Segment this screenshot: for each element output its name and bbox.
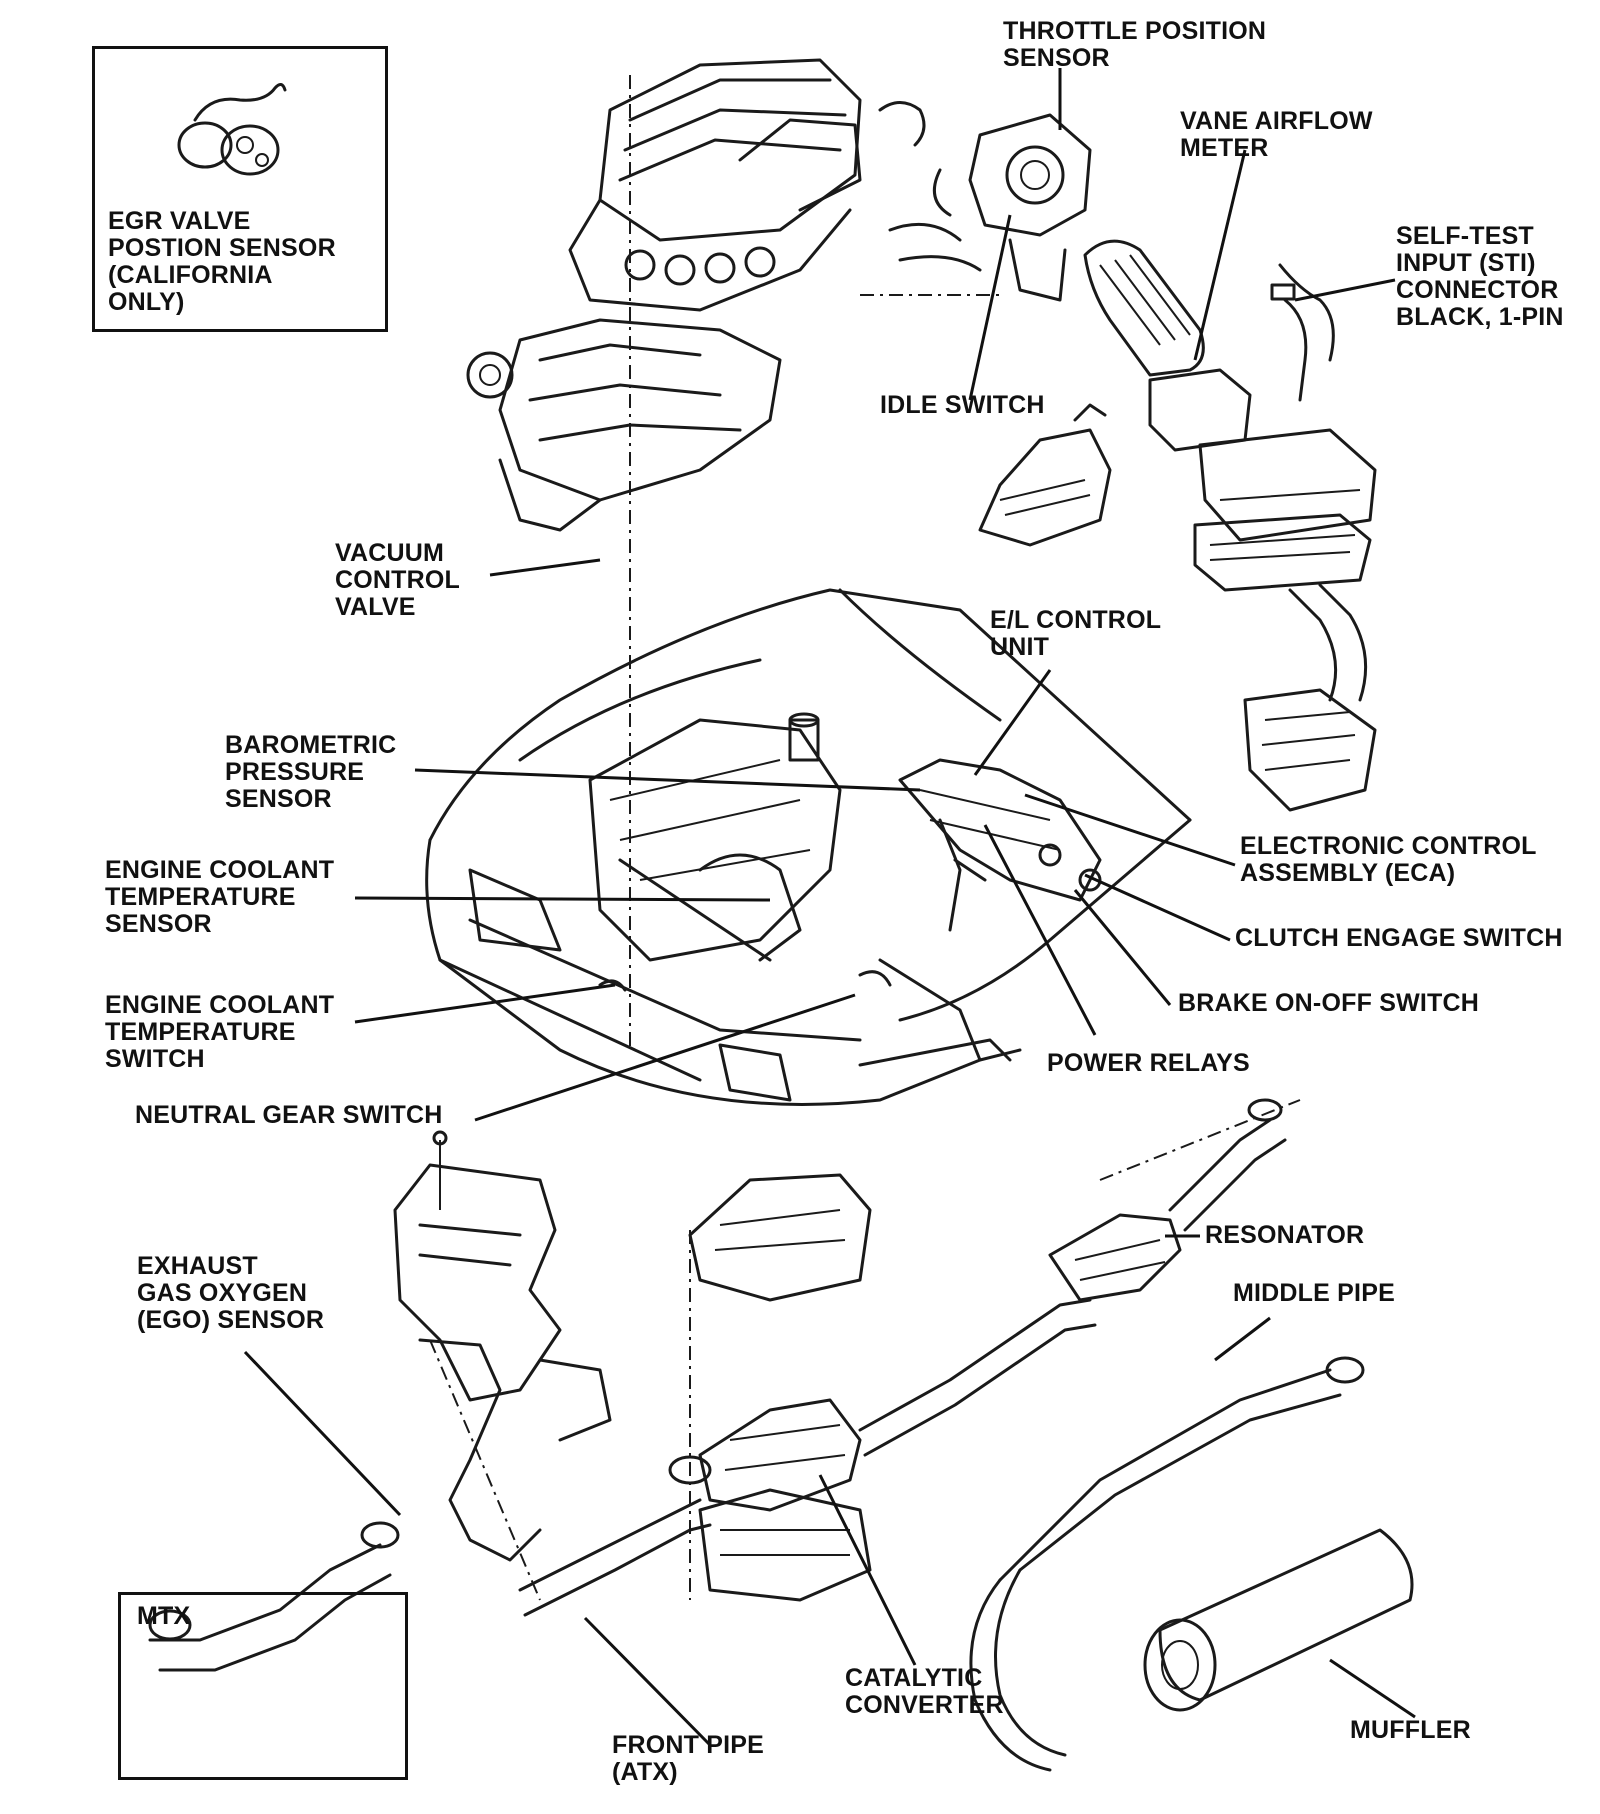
throttle-body — [932, 113, 1092, 302]
label-barometric-pressure-sensor: BAROMETRIC PRESSURE SENSOR — [225, 731, 397, 813]
label-idle-switch: IDLE SWITCH — [880, 391, 1045, 419]
exhaust-manifold — [393, 1130, 612, 1562]
egr-inset-box — [92, 46, 388, 332]
label-egr-valve-position-sensor: EGR VALVE POSTION SENSOR (CALIFORNIA ONL… — [108, 207, 336, 316]
mtx-pipe-illustration — [148, 1521, 400, 1672]
label-vane-airflow-meter: VANE AIRFLOW METER — [1180, 107, 1373, 162]
airflow-meter-air-cleaner — [1148, 368, 1377, 812]
label-vacuum-control-valve: VACUUM CONTROL VALVE — [335, 539, 460, 621]
label-clutch-engage-switch: CLUTCH ENGAGE SWITCH — [1235, 924, 1563, 952]
label-muffler: MUFFLER — [1350, 1716, 1471, 1744]
engine-bay — [588, 712, 1102, 1062]
egr-sensor-illustration — [177, 83, 287, 176]
label-ego-sensor: EXHAUST GAS OXYGEN (EGO) SENSOR — [137, 1252, 325, 1334]
intake-duct — [1083, 239, 1205, 377]
label-power-relays: POWER RELAYS — [1047, 1049, 1250, 1077]
label-brake-on-off-switch: BRAKE ON-OFF SWITCH — [1178, 989, 1479, 1017]
label-catalytic-converter: CATALYTIC CONVERTER — [845, 1664, 1004, 1719]
label-electronic-control-assembly: ELECTRONIC CONTROL ASSEMBLY (ECA) — [1240, 832, 1537, 887]
assembly-lines — [429, 75, 1301, 1601]
label-middle-pipe: MIDDLE PIPE — [1233, 1279, 1395, 1307]
label-self-test-input-connector: SELF-TEST INPUT (STI) CONNECTOR BLACK, 1… — [1396, 222, 1564, 331]
label-neutral-gear-switch: NEUTRAL GEAR SWITCH — [135, 1101, 443, 1129]
heat-shields — [688, 1173, 872, 1602]
label-throttle-position-sensor: THROTTLE POSITION SENSOR — [1003, 17, 1267, 72]
leader-lines — [243, 68, 1416, 1747]
cylinder-head-assembly — [466, 58, 982, 532]
label-engine-coolant-temperature-sensor: ENGINE COOLANT TEMPERATURE SENSOR — [105, 856, 335, 938]
coolant-reservoir — [978, 403, 1112, 547]
vehicle-body — [425, 588, 1192, 1106]
label-front-pipe: FRONT PIPE (ATX) — [612, 1731, 765, 1786]
label-engine-coolant-temperature-switch: ENGINE COOLANT TEMPERATURE SWITCH — [105, 991, 335, 1073]
label-mtx: MTX — [137, 1602, 191, 1630]
label-el-control-unit: E/L CONTROL UNIT — [990, 606, 1162, 661]
sti-connector — [1270, 263, 1335, 402]
label-resonator: RESONATOR — [1205, 1221, 1365, 1249]
mtx-inset-box — [118, 1592, 408, 1780]
